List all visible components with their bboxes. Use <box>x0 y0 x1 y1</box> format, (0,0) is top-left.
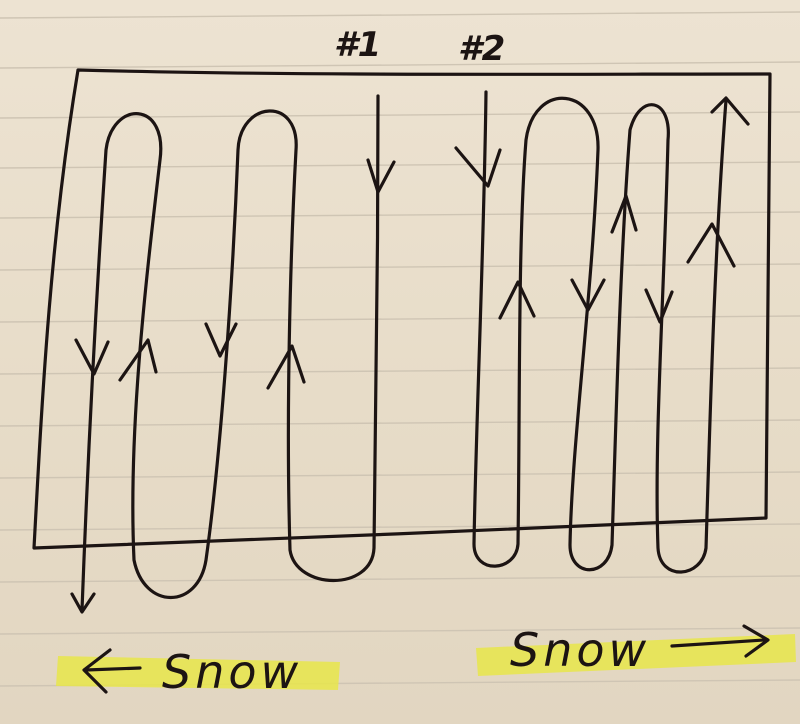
arrowhead-icon <box>454 146 502 188</box>
arrowhead-icon <box>570 278 606 312</box>
ruled-lines <box>0 11 800 687</box>
arrowhead-icon <box>266 344 306 390</box>
arrowhead-icon <box>686 222 736 268</box>
ruled-line <box>0 263 800 271</box>
plow-path-left <box>80 94 380 612</box>
flow-arrows <box>70 96 750 614</box>
arrowhead-icon <box>70 592 96 614</box>
lot-boundary <box>32 68 772 550</box>
arrow-right-icon <box>670 624 770 658</box>
arrowhead-icon <box>74 338 110 376</box>
ruled-line <box>0 419 800 427</box>
snow-right-label: Snow <box>510 623 650 677</box>
ruled-line <box>0 61 800 69</box>
highlighter-left <box>56 656 340 690</box>
ruled-line <box>0 523 800 531</box>
ruled-line <box>0 367 800 375</box>
plow-path-right <box>472 90 728 574</box>
pass-2-label: #2 <box>458 29 505 69</box>
arrowhead-icon <box>498 280 536 320</box>
ruled-line <box>0 211 800 219</box>
ruled-line <box>0 161 800 169</box>
snow-left-label: Snow <box>162 645 302 699</box>
arrowhead-icon <box>644 288 674 324</box>
arrowhead-icon <box>366 158 396 194</box>
arrow-left-icon <box>82 648 142 694</box>
ruled-line <box>0 471 800 479</box>
arrowhead-icon <box>204 322 238 358</box>
pass-1-label: #1 <box>334 25 381 65</box>
ruled-line <box>0 111 800 119</box>
arrowhead-icon <box>710 96 750 126</box>
ruled-line <box>0 575 800 583</box>
arrowhead-icon <box>118 338 158 382</box>
ruled-line <box>0 627 800 635</box>
ruled-line <box>0 315 800 323</box>
arrowhead-icon <box>610 194 638 234</box>
ruled-line <box>0 11 800 19</box>
